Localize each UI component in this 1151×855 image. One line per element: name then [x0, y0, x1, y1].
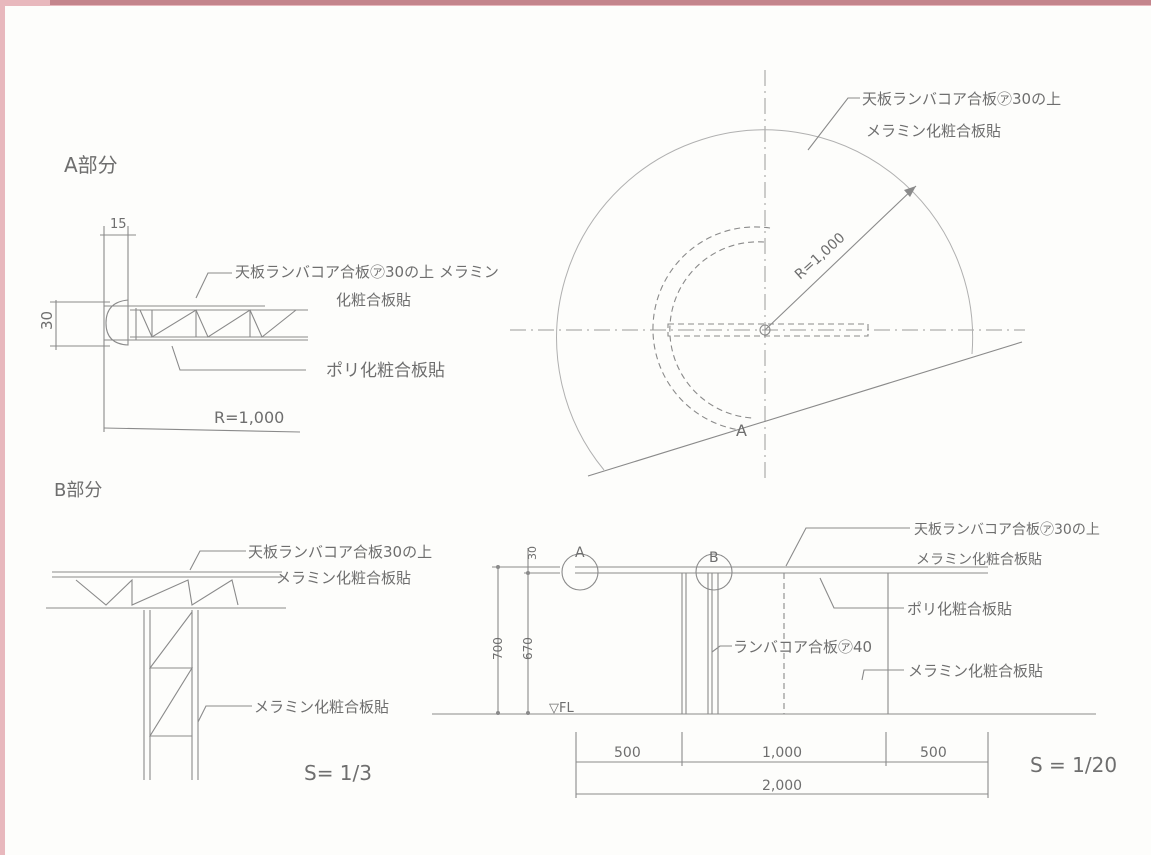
dim-dot	[496, 565, 500, 569]
dim-dot	[526, 711, 530, 715]
section-b-detail: B部分 天板ランバコア合板30の上 メラミン化粧合板貼 メラミン化粧合板貼 S=…	[46, 480, 432, 785]
elev-note-core: ランバコア合板㋐40	[733, 638, 872, 656]
leg-dashed-rect	[667, 323, 869, 337]
elev-leader-core	[711, 645, 732, 653]
dim-1000: 1,000	[762, 745, 802, 761]
dim-670-label: 670	[521, 637, 535, 660]
detail-circle-b	[695, 553, 733, 591]
section-b-scale: S= 1/3	[304, 761, 372, 785]
elevation-view: ▽FL A B 700 670 30 天板ランバコア合板㋐30の上 メラミン化粧…	[432, 522, 1117, 798]
leg-dashed-arc-inner	[669, 241, 765, 419]
tabletop-outline	[556, 129, 974, 471]
dim-500-right: 500	[920, 745, 947, 761]
section-a-note-top-2: 化粧合板貼	[336, 291, 411, 309]
plan-view: R=1,000 A 天板ランバコア合板㋐30の上 メラミン化粧合板貼	[510, 70, 1061, 478]
section-b-note-top-2: メラミン化粧合板貼	[276, 569, 411, 587]
leader-line-bottom	[171, 345, 306, 371]
elev-note-melamine: メラミン化粧合板貼	[908, 662, 1043, 680]
elev-note-poly: ポリ化粧合板貼	[907, 600, 1012, 618]
plan-radius-line	[764, 185, 917, 331]
section-b-note-leg: メラミン化粧合板貼	[254, 698, 389, 716]
elev-leader-top	[785, 527, 910, 567]
detail-marker-a: A	[575, 545, 585, 561]
elev-leader-melamine	[861, 669, 904, 681]
dim-dot	[526, 571, 530, 575]
radius-dim-line	[103, 427, 301, 433]
section-b-title: B部分	[54, 480, 102, 501]
core-zigzag	[139, 309, 297, 338]
b-leg-zigzag	[148, 611, 193, 737]
plan-center-mark	[759, 324, 771, 336]
dim-dot	[496, 711, 500, 715]
dim-30-elev-label: 30	[526, 546, 539, 560]
section-a-note-top-1: 天板ランバコア合板㋐30の上 メラミン	[235, 263, 499, 281]
elev-leader-poly	[819, 577, 904, 609]
section-cut-line	[587, 341, 1023, 477]
b-leader-leg	[197, 705, 252, 723]
detail-marker-b: B	[709, 550, 719, 566]
plan-section-marker: A	[736, 421, 747, 440]
elev-note-top-2: メラミン化粧合板貼	[916, 552, 1042, 568]
plan-note-2: メラミン化粧合板貼	[866, 122, 1001, 140]
detail-circle-a	[561, 553, 599, 591]
edge-band-hatched	[105, 299, 129, 346]
plan-leader	[807, 97, 860, 151]
leg-dashed-arc-outer	[652, 226, 771, 431]
plan-note-1: 天板ランバコア合板㋐30の上	[862, 90, 1061, 108]
plan-radius-label: R=1,000	[792, 230, 848, 283]
radius-arrowhead	[904, 186, 916, 197]
fl-label: ▽FL	[549, 701, 574, 716]
section-a-radius: R=1,000	[214, 408, 284, 427]
section-a-note-bottom: ポリ化粧合板貼	[326, 361, 445, 381]
section-a-title: A部分	[64, 153, 118, 177]
section-b-note-top-1: 天板ランバコア合板30の上	[248, 543, 432, 561]
b-leader-top	[189, 550, 246, 571]
top-border	[50, 0, 1151, 5]
dim-500-left: 500	[614, 745, 641, 761]
dim-30-label: 30	[38, 311, 56, 330]
dim-2000: 2,000	[762, 778, 802, 794]
elev-note-top-1: 天板ランバコア合板㋐30の上	[914, 522, 1100, 538]
dim-15-label: 15	[110, 217, 127, 232]
section-a-detail: A部分 15 30 天板ランバコア合板㋐30の上 メラミン 化粧合板貼 ポリ化粧…	[38, 153, 499, 433]
b-core-zigzag	[75, 578, 239, 606]
leader-line-top	[195, 272, 232, 299]
elevation-scale: S = 1/20	[1030, 753, 1117, 777]
dim-700-label: 700	[491, 637, 505, 660]
